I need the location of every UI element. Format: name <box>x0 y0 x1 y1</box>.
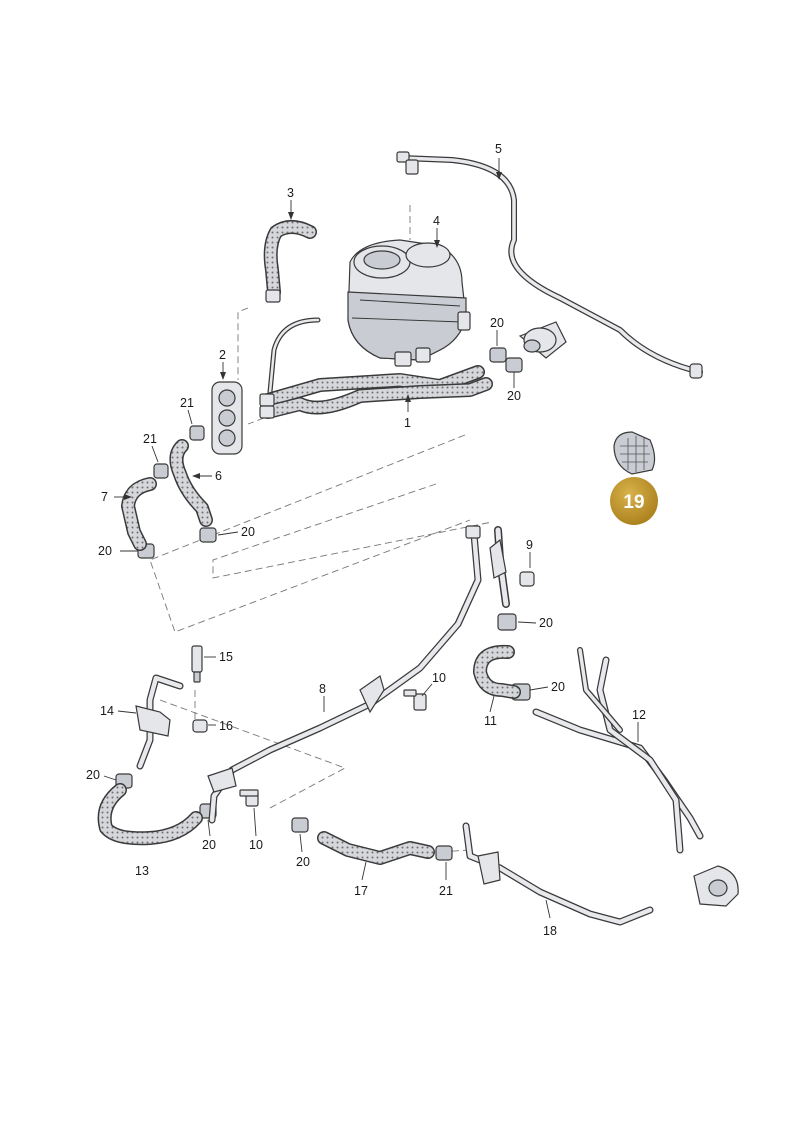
part-19-filter-insert <box>613 431 656 475</box>
part-9-pipe <box>489 526 535 608</box>
callout-16: 16 <box>219 719 233 733</box>
callout-10-upper: 10 <box>432 671 446 685</box>
callout-20-h: 20 <box>202 838 216 852</box>
callout-4: 4 <box>433 214 440 228</box>
callout-5: 5 <box>495 142 502 156</box>
callout-20-d: 20 <box>98 544 112 558</box>
part-8-coolant-pipe <box>207 525 482 824</box>
part-17-hose <box>317 831 435 865</box>
callout-9: 9 <box>526 538 533 552</box>
callout-20-i: 20 <box>296 855 310 869</box>
callout-3: 3 <box>287 186 294 200</box>
callout-21-b: 21 <box>143 432 157 446</box>
part-4-expansion-tank <box>347 239 471 367</box>
callout-20-f: 20 <box>551 680 565 694</box>
callout-6: 6 <box>215 469 222 483</box>
part-6-hose <box>169 439 213 527</box>
callout-labels: 1 2 3 4 5 6 7 8 9 10 10 11 12 13 14 15 1… <box>86 142 646 938</box>
callout-20-a: 20 <box>490 316 504 330</box>
callout-8: 8 <box>319 682 326 696</box>
part-15-stud <box>191 645 203 683</box>
part-13-hose <box>97 783 203 846</box>
callout-2: 2 <box>219 348 226 362</box>
part-12-pipe-assembly <box>532 647 739 907</box>
part-11-hose <box>473 644 521 699</box>
part-7-hose <box>121 477 157 551</box>
callout-1: 1 <box>404 416 411 430</box>
callout-14: 14 <box>100 704 114 718</box>
callout-18: 18 <box>543 924 557 938</box>
callout-11: 11 <box>484 714 497 728</box>
part-16-nut <box>192 719 208 733</box>
callout-17: 17 <box>354 884 368 898</box>
callout-10-lower: 10 <box>249 838 263 852</box>
callout-20-e: 20 <box>539 616 553 630</box>
callout-7: 7 <box>101 490 108 504</box>
callout-20-c: 20 <box>241 525 255 539</box>
leader-lines <box>103 158 639 919</box>
part-18-pipe <box>462 822 654 926</box>
callout-20-b: 20 <box>507 389 521 403</box>
callout-20-g: 20 <box>86 768 100 782</box>
callout-19-badge-label: 19 <box>623 492 644 513</box>
grommet-seal <box>518 321 567 359</box>
callout-13: 13 <box>135 864 149 878</box>
callout-12: 12 <box>632 708 646 722</box>
clamps <box>115 347 531 861</box>
callout-21-c: 21 <box>439 884 453 898</box>
callout-15: 15 <box>219 650 233 664</box>
part-3-hose <box>263 220 317 303</box>
part-10-bolts <box>239 689 427 807</box>
part-5-vent-pipe <box>396 151 703 379</box>
part-1-hose-assembly <box>259 317 493 419</box>
part-14-bracket-pipe <box>135 674 184 770</box>
callout-21-a: 21 <box>180 396 194 410</box>
part-2-flange-gasket <box>211 381 243 455</box>
part-19-badge <box>610 477 658 525</box>
